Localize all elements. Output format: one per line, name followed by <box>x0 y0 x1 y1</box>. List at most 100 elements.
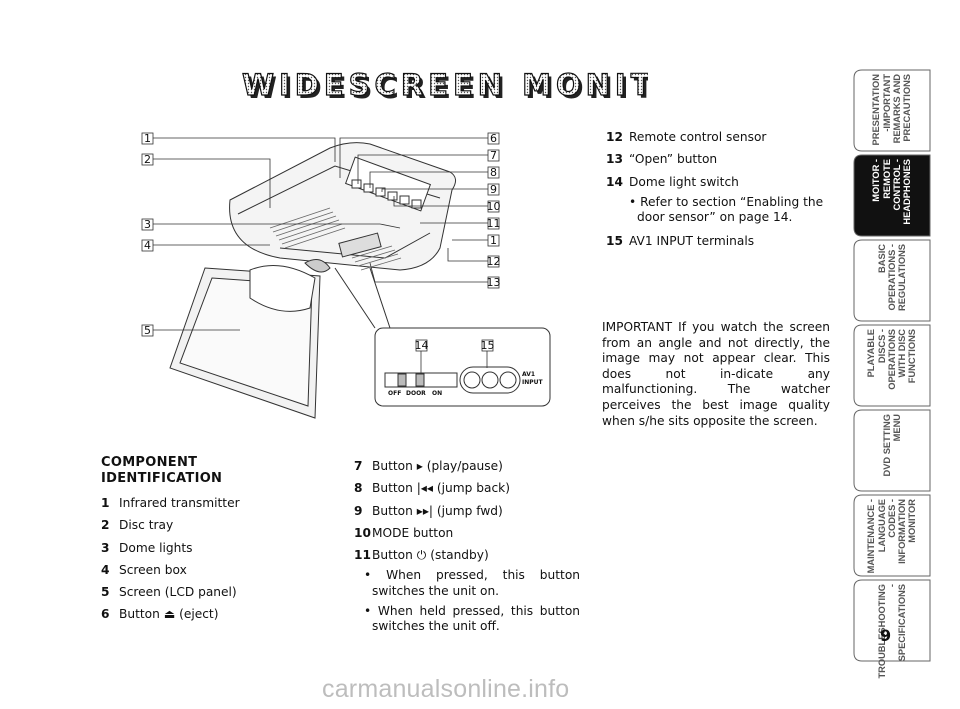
callout-left-5-box <box>141 324 154 337</box>
callout-right-7-box <box>487 234 500 247</box>
callout-inset-15-box <box>481 339 494 352</box>
item-label: Dome light switch <box>629 174 739 189</box>
callout-inset-14: 14 <box>415 339 429 352</box>
item-label: MODE button <box>372 525 454 540</box>
callout-left-2-box <box>141 153 154 166</box>
callout-right-7: 1 <box>490 234 497 247</box>
callout-left-2-leader <box>153 158 271 208</box>
component-item-13: 13 “Open” button <box>606 148 832 170</box>
component-heading: COMPONENT IDENTIFICATION <box>101 455 223 486</box>
av-label-2: INPUT <box>522 379 544 386</box>
component-list-left: COMPONENT IDENTIFICATION 1 Infrared trans… <box>101 455 301 626</box>
callout-right-4-box <box>487 183 500 196</box>
item-label: Button ⏏ (eject) <box>119 607 219 622</box>
callout-left-5: 5 <box>144 324 151 337</box>
callout-right-2: 7 <box>490 149 497 162</box>
switch-label-door: DOOR <box>406 390 426 397</box>
item-label: Button ▸▸| (jump fwd) <box>372 503 503 518</box>
callout-right-8-box <box>487 255 500 268</box>
component-item-8: 8 Button |◂◂ (jump back) <box>354 477 580 499</box>
important-note: IMPORTANT If you watch the screen from a… <box>602 320 830 428</box>
component-item-9: 9 Button ▸▸| (jump fwd) <box>354 500 580 522</box>
callout-right-1-box <box>487 132 500 145</box>
item-number: 4 <box>101 562 110 577</box>
callout-right-1: 6 <box>490 132 497 145</box>
callout-left-2: 2 <box>144 153 151 166</box>
monitor-diagram: OFF DOOR ON AV1 INPUT 123456789101111213… <box>141 132 551 419</box>
note-standby-hold: • When held pressed, this button switche… <box>364 603 580 634</box>
item-number: 10 <box>354 525 371 540</box>
note-door-sensor: • Refer to section “Enabling the door se… <box>629 194 824 225</box>
page-title: WIDESCREEN MONITOR WIDESCREEN MONITOR <box>241 67 648 104</box>
callout-right-5: 10 <box>487 200 501 213</box>
item-number: 11 <box>354 548 371 563</box>
item-label: Button ⏻ (standby) <box>372 548 489 563</box>
item-number: 8 <box>354 481 363 496</box>
chapter-tab-6[interactable]: MAINTENANCE -LANGUAGE CODES -INFORMATION… <box>852 493 932 578</box>
callout-right-8-leader <box>447 248 488 262</box>
callout-right-4-leader <box>381 188 488 192</box>
item-label: Disc tray <box>119 518 174 533</box>
callout-left-4-box <box>141 239 154 252</box>
item-number: 12 <box>606 130 623 144</box>
item-number: 9 <box>354 503 363 518</box>
callout-right-9-leader <box>369 262 488 283</box>
callout-right-6-box <box>487 217 500 230</box>
item-number: 5 <box>101 585 110 600</box>
page-title-text: WIDESCREEN MONITOR <box>242 68 648 102</box>
note-standby-press: • When pressed, this button switches the… <box>364 568 580 599</box>
component-item-5: 5 Screen (LCD panel) <box>101 581 301 603</box>
component-item-15: 15 AV1 INPUT terminals <box>606 234 755 249</box>
callout-left-4: 4 <box>144 239 151 252</box>
callout-right-5-box <box>487 200 500 213</box>
item-label: “Open” button <box>629 152 718 167</box>
callout-right-4: 9 <box>490 183 497 196</box>
item-label: Remote control sensor <box>629 130 767 144</box>
callout-left-3-box <box>141 218 154 231</box>
item-number: 13 <box>606 152 623 167</box>
chapter-tab-label: TROUBLESHOOTING -SPECIFICATIONS <box>876 584 908 679</box>
callout-right-8: 12 <box>487 255 501 268</box>
component-item-1: 1 Infrared transmitter <box>101 492 301 514</box>
callout-left-3-leader <box>153 223 401 229</box>
callout-right-2-box <box>487 149 500 162</box>
item-label: Dome lights <box>119 540 193 555</box>
item-label: Infrared transmitter <box>119 496 240 510</box>
callout-inset-15: 15 <box>481 339 495 352</box>
callout-right-9-box <box>487 276 500 289</box>
item-number: 3 <box>101 540 110 555</box>
page-title-shadow: WIDESCREEN MONITOR <box>245 71 648 104</box>
callout-left-1-box <box>141 132 154 145</box>
av-label-1: AV1 <box>522 371 535 378</box>
callout-left-1-leader <box>153 137 336 162</box>
item-label: Button |◂◂ (jump back) <box>372 481 510 496</box>
callout-right-3: 8 <box>490 166 497 179</box>
component-item-14: 14 Dome light switch <box>606 171 832 193</box>
component-item-12: 12 Remote control sensor <box>606 126 832 148</box>
chapter-tab-label: MAINTENANCE -LANGUAGE CODES -INFORMATION… <box>866 499 918 574</box>
item-label: Button ▸ (play/pause) <box>372 459 503 473</box>
callout-right-1-leader <box>339 137 488 178</box>
callout-right-3-box <box>487 166 500 179</box>
item-number: 14 <box>606 174 623 189</box>
item-number: 1 <box>101 496 110 510</box>
item-label: Screen (LCD panel) <box>119 585 237 600</box>
callout-right-3-leader <box>369 171 488 188</box>
callout-left-1: 1 <box>144 132 151 145</box>
chapter-tab-7[interactable]: TROUBLESHOOTING -SPECIFICATIONS <box>852 578 932 679</box>
